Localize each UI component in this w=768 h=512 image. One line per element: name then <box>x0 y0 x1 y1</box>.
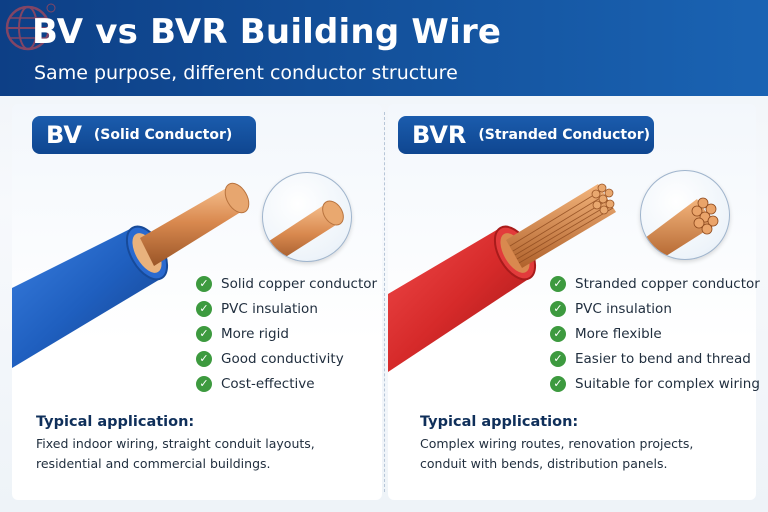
panel-divider <box>384 112 385 492</box>
list-item: ✓ Good conductivity <box>196 346 377 371</box>
bvr-conductor-closeup <box>640 170 730 260</box>
list-item: ✓ More flexible <box>550 321 760 346</box>
check-icon: ✓ <box>196 375 212 392</box>
bv-application-text: Fixed indoor wiring, straight conduit la… <box>36 436 315 471</box>
globe-logo-icon <box>5 3 56 51</box>
bvr-stranded-wire-illustration <box>388 183 616 372</box>
list-item: ✓ Easier to bend and thread <box>550 346 760 371</box>
page-title: BV vs BVR Building Wire <box>32 12 502 52</box>
bv-application-title: Typical application: <box>36 414 195 430</box>
stranded-conductor-icon <box>641 197 719 259</box>
list-item: ✓ PVC insulation <box>196 296 377 321</box>
bv-description: (Solid Conductor) <box>93 127 233 143</box>
bv-heading-badge: BV (Solid Conductor) <box>32 116 256 154</box>
solid-conductor-icon <box>263 200 344 261</box>
check-icon: ✓ <box>550 375 566 392</box>
list-item: ✓ Stranded copper conductor <box>550 271 760 296</box>
check-icon: ✓ <box>196 275 212 292</box>
bvr-application-text: Complex wiring routes, renovation projec… <box>420 436 694 471</box>
bv-feature-list: ✓ Solid copper conductor ✓ PVC insulatio… <box>196 271 377 396</box>
bv-code: BV <box>46 121 82 149</box>
bvr-code: BVR <box>412 121 467 149</box>
check-icon: ✓ <box>550 300 566 317</box>
bvr-description: (Stranded Conductor) <box>478 127 651 143</box>
check-icon: ✓ <box>550 350 566 367</box>
bvr-feature-list: ✓ Stranded copper conductor ✓ PVC insula… <box>550 271 760 396</box>
check-icon: ✓ <box>196 300 212 317</box>
list-item: ✓ PVC insulation <box>550 296 760 321</box>
check-icon: ✓ <box>550 275 566 292</box>
bv-solid-wire-illustration <box>12 182 250 368</box>
list-item: ✓ Solid copper conductor <box>196 271 377 296</box>
check-icon: ✓ <box>550 325 566 342</box>
page-subtitle: Same purpose, different conductor struct… <box>34 62 458 84</box>
bv-conductor-closeup <box>262 172 352 262</box>
check-icon: ✓ <box>196 325 212 342</box>
bvr-heading-badge: BVR (Stranded Conductor) <box>398 116 654 154</box>
bvr-application-title: Typical application: <box>420 414 579 430</box>
list-item: ✓ Cost-effective <box>196 371 377 396</box>
check-icon: ✓ <box>196 350 212 367</box>
list-item: ✓ More rigid <box>196 321 377 346</box>
header-banner: BV vs BVR Building Wire Same purpose, di… <box>0 0 768 96</box>
list-item: ✓ Suitable for complex wiring <box>550 371 760 396</box>
